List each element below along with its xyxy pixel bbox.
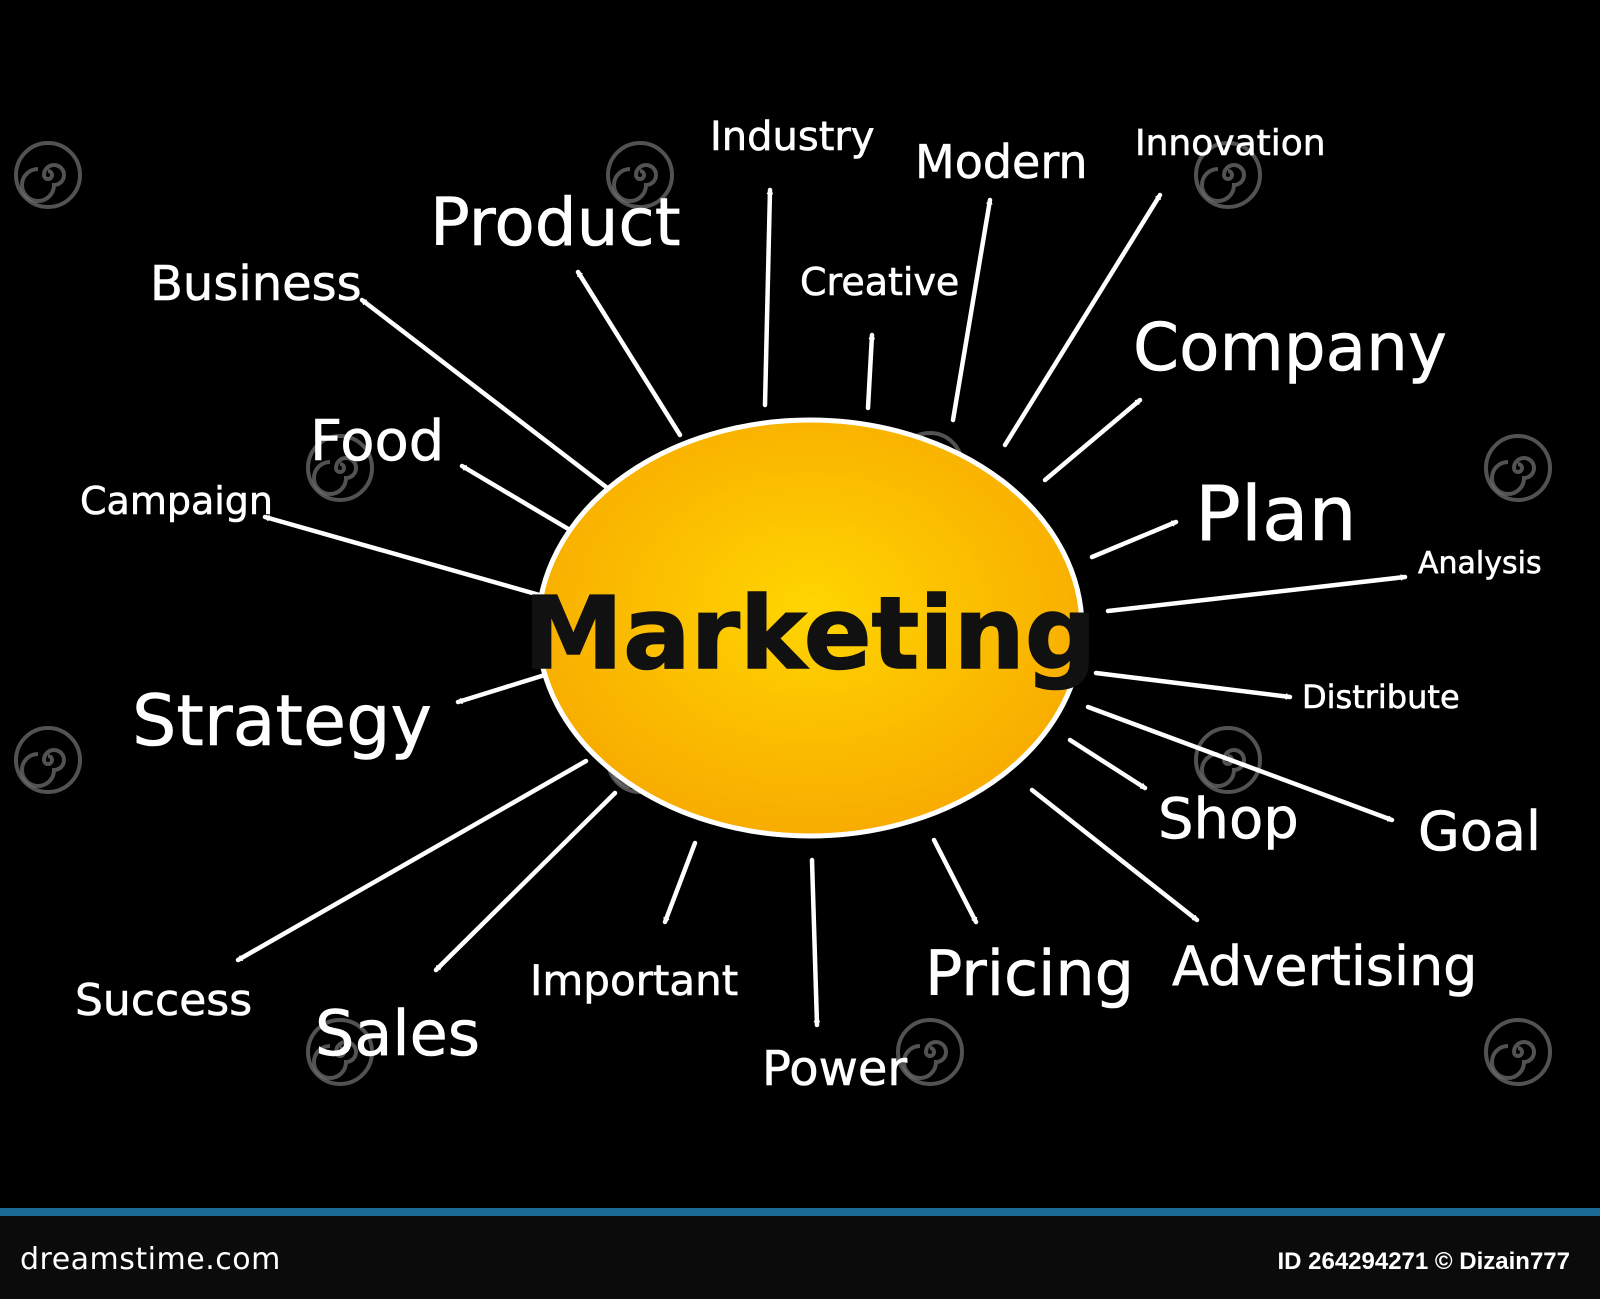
watermark-spiral-icon — [606, 141, 674, 209]
watermark-spiral-icon — [14, 726, 82, 794]
branch-label-distribute: Distribute — [1302, 678, 1460, 716]
arrow-to-innovation — [1002, 192, 1163, 448]
arrow-to-important — [662, 840, 698, 925]
branch-label-modern: Modern — [915, 135, 1088, 189]
arrow-to-company — [1042, 397, 1143, 483]
footer-bar: dreamstime.com ID 264294271 © Dizain777 — [0, 1208, 1600, 1299]
arrow-to-creative — [865, 332, 876, 411]
arrow-to-shop — [1067, 737, 1148, 791]
mind-map-canvas: Marketing Industry Modern InnovationProduc… — [14, 114, 1552, 1098]
branch-label-sales: Sales — [315, 997, 480, 1070]
watermark-spiral-icon — [14, 141, 82, 209]
branch-label-creative: Creative — [800, 260, 959, 304]
arrow-to-distribute — [1093, 670, 1293, 700]
watermark-spiral-icon — [1194, 141, 1262, 209]
arrow-to-success — [235, 758, 589, 963]
arrow-to-power — [809, 857, 821, 1028]
branch-label-food: Food — [310, 409, 444, 474]
watermark-spiral-icon — [896, 1018, 964, 1086]
branch-label-analysis: Analysis — [1418, 546, 1542, 581]
branch-label-strategy: Strategy — [132, 680, 432, 762]
arrow-to-plan — [1089, 519, 1179, 560]
branch-label-power: Power — [762, 1041, 907, 1097]
arrow-to-industry — [762, 187, 774, 408]
arrow-to-sales — [433, 790, 618, 973]
arrow-to-advertising — [1029, 787, 1200, 923]
watermark-spiral-icon — [1484, 434, 1552, 502]
arrow-to-campaign — [262, 514, 553, 601]
branch-label-success: Success — [75, 975, 252, 1026]
arrow-to-food — [459, 463, 573, 533]
watermark-spiral-icon — [306, 434, 374, 502]
branch-label-campaign: Campaign — [80, 479, 273, 523]
arrow-to-strategy — [455, 671, 551, 705]
branch-label-product: Product — [430, 184, 681, 261]
branch-label-business: Business — [150, 256, 362, 312]
branch-label-advertising: Advertising — [1172, 935, 1477, 998]
arrow-to-product — [575, 269, 683, 438]
arrow-to-goal — [1085, 704, 1395, 823]
branch-label-shop: Shop — [1158, 787, 1299, 852]
watermark-spiral-icon — [306, 1018, 374, 1086]
footer-brand: dreamstime.com — [20, 1242, 281, 1277]
arrow-to-pricing — [931, 837, 979, 925]
branch-label-goal: Goal — [1418, 800, 1541, 863]
center-label: Marketing — [524, 575, 1097, 692]
branch-label-industry: Industry — [710, 114, 875, 160]
branch-label-important: Important — [530, 956, 738, 1005]
watermark-spiral-icon — [1484, 1018, 1552, 1086]
arrow-to-modern — [950, 197, 993, 423]
center-ellipse — [535, 417, 1085, 839]
branch-label-innovation: Innovation — [1135, 123, 1326, 164]
arrow-to-analysis — [1105, 574, 1408, 614]
arrow-to-business — [359, 297, 613, 493]
center-node: Marketing — [523, 417, 1097, 839]
branch-label-company: Company — [1133, 309, 1447, 386]
branch-label-pricing: Pricing — [925, 937, 1134, 1010]
footer-credit: ID 264294271 © Dizain777 — [1277, 1248, 1570, 1275]
branch-label-plan: Plan — [1195, 469, 1357, 558]
branch-links — [235, 187, 1408, 1028]
